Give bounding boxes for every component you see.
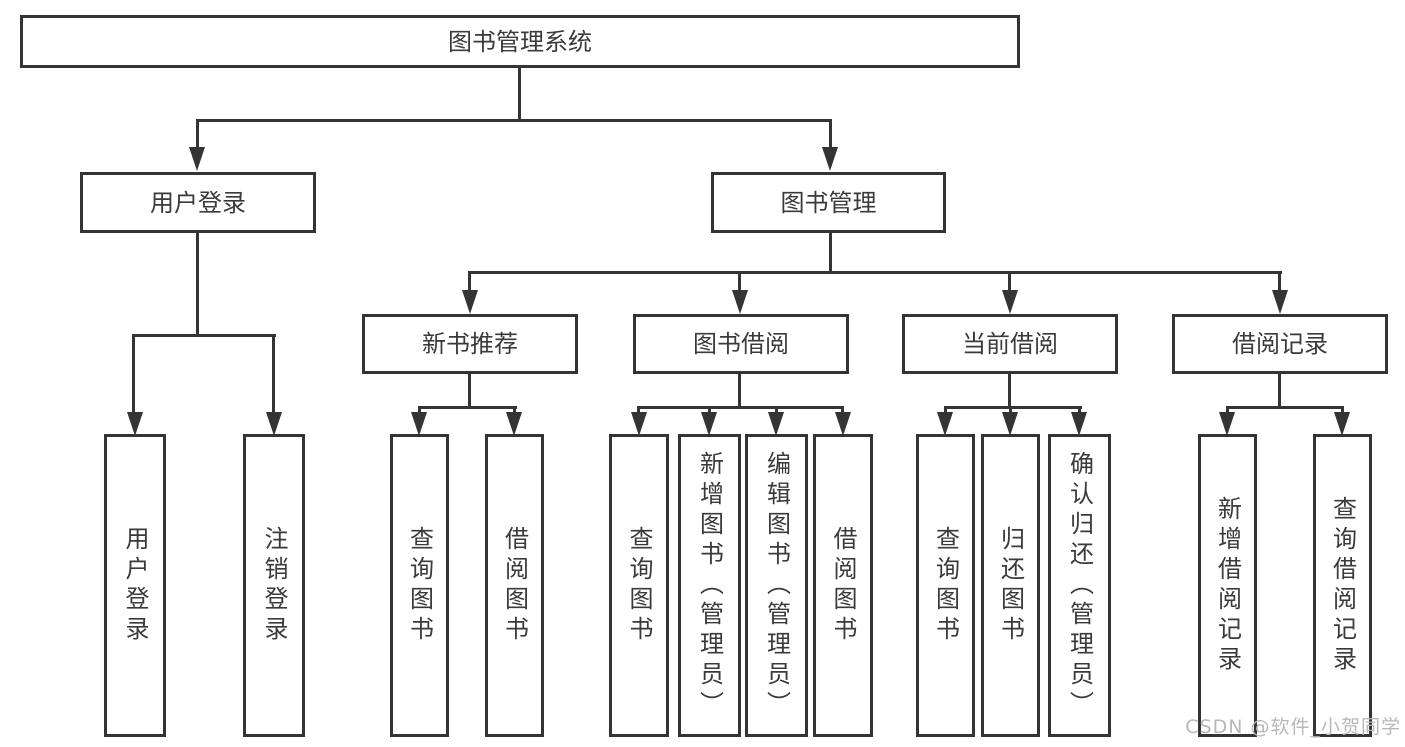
edge-drop-br-add [1226, 406, 1229, 416]
edge-drop-logout [272, 334, 275, 414]
arrow-cb-return [1002, 412, 1018, 436]
arrow-current-borrow [1002, 290, 1018, 314]
edge-user-login-split [132, 334, 276, 337]
edge-drop-nb-borrow [513, 406, 516, 416]
edge-drop-borrow-record [1278, 271, 1281, 293]
node-leaf-cb-confirm-return-admin: 确认归还（管理员） [1048, 434, 1111, 737]
arrow-borrow-record [1272, 290, 1288, 314]
arrow-logout [266, 412, 282, 436]
node-current-borrow: 当前借阅 [902, 314, 1118, 374]
edge-current-borrow-stem [1008, 373, 1011, 409]
edge-root-split [196, 119, 832, 122]
edge-borrow-record-stem [1278, 373, 1281, 409]
arrow-br-add [1219, 412, 1235, 436]
node-leaf-br-add-record: 新增借阅记录 [1198, 434, 1257, 737]
node-leaf-bb-query-book: 查询图书 [609, 434, 669, 737]
edge-borrow-record-split [1226, 406, 1344, 409]
arrow-nb-borrow [506, 412, 522, 436]
arrow-bb-edit [768, 412, 784, 436]
edge-root-stem [518, 67, 521, 119]
edge-book-borrow-split [637, 406, 844, 409]
edge-drop-br-query [1341, 406, 1344, 416]
edge-drop-bb-edit [775, 406, 778, 416]
edge-drop-bb-borrow [841, 406, 844, 416]
edge-drop-user-login [196, 119, 199, 149]
node-book-management: 图书管理 [711, 172, 946, 233]
node-leaf-logout: 注销登录 [243, 434, 305, 737]
arrow-login [127, 412, 143, 436]
edge-drop-current-borrow [1008, 271, 1011, 293]
arrow-new-book [462, 290, 478, 314]
arrow-user-login [189, 147, 205, 171]
node-leaf-cb-query-book: 查询图书 [916, 434, 975, 737]
arrow-book-borrow [732, 290, 748, 314]
edge-drop-bb-query [637, 406, 640, 416]
arrow-book-management [822, 147, 838, 171]
node-leaf-nb-query-book: 查询图书 [390, 434, 449, 737]
edge-book-borrow-stem [738, 373, 741, 409]
node-leaf-nb-borrow-book: 借阅图书 [485, 434, 544, 737]
edge-drop-login [132, 334, 135, 414]
edge-drop-book-management [829, 119, 832, 149]
edge-drop-cb-return [1009, 406, 1012, 416]
node-leaf-bb-borrow-book: 借阅图书 [813, 434, 873, 737]
node-leaf-cb-return-book: 归还图书 [981, 434, 1040, 737]
node-leaf-bb-add-book-admin: 新增图书（管理员） [678, 434, 741, 737]
node-new-book-recommend: 新书推荐 [362, 314, 578, 374]
edge-drop-nb-query [418, 406, 421, 416]
arrow-br-query [1334, 412, 1350, 436]
edge-drop-new-book [468, 271, 471, 293]
edge-current-borrow-split [944, 406, 1082, 409]
edge-book-mgmt-split [468, 271, 1282, 274]
arrow-cb-query [937, 412, 953, 436]
node-root-library-system: 图书管理系统 [20, 15, 1020, 68]
edge-drop-cb-confirm [1078, 406, 1081, 416]
edge-drop-book-borrow [738, 271, 741, 293]
node-leaf-user-login: 用户登录 [104, 434, 166, 737]
edge-drop-bb-add [708, 406, 711, 416]
arrow-cb-confirm [1071, 412, 1087, 436]
node-user-login: 用户登录 [80, 172, 316, 233]
node-leaf-br-query-record: 查询借阅记录 [1313, 434, 1372, 737]
edge-new-book-split [418, 406, 517, 409]
arrow-bb-borrow [835, 412, 851, 436]
arrow-bb-query [631, 412, 647, 436]
node-leaf-bb-edit-book-admin: 编辑图书（管理员） [745, 434, 808, 737]
node-book-borrow: 图书借阅 [633, 314, 849, 374]
arrow-bb-add [701, 412, 717, 436]
node-borrow-record: 借阅记录 [1172, 314, 1388, 374]
edge-new-book-stem [468, 373, 471, 409]
edge-drop-cb-query [944, 406, 947, 416]
csdn-watermark: CSDN @软件_小贺同学 [1185, 716, 1401, 738]
arrow-nb-query [411, 412, 427, 436]
edge-user-login-stem [196, 232, 199, 336]
edge-book-mgmt-stem [829, 232, 832, 274]
